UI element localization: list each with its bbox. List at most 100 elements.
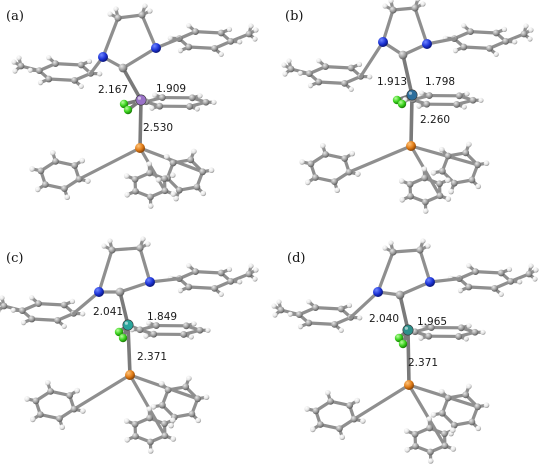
distance-label-c-m: 2.167 xyxy=(98,84,128,96)
hydrogen-atom xyxy=(80,408,86,414)
carbon-atom xyxy=(227,277,235,285)
hydrogen-atom xyxy=(10,307,16,313)
bond xyxy=(116,13,144,20)
carbon-atom xyxy=(436,180,443,188)
hydrogen-atom xyxy=(444,177,451,184)
carbon-atom xyxy=(411,4,419,12)
hydrogen-atom xyxy=(324,389,331,396)
bond xyxy=(193,30,223,35)
bond xyxy=(381,8,395,44)
hydrogen-atom xyxy=(147,203,154,209)
hydrogen-atom xyxy=(483,160,490,167)
bond xyxy=(72,373,132,411)
hydrogen-atom xyxy=(80,311,86,317)
carbon-atom xyxy=(132,187,139,195)
hydrogen-atom xyxy=(59,424,66,431)
carbon-atom xyxy=(180,331,188,338)
carbon-atom xyxy=(202,98,210,106)
carbon-atom xyxy=(474,161,482,169)
hydrogen-atom xyxy=(426,416,433,422)
carbon-atom xyxy=(427,448,434,456)
bond xyxy=(467,285,497,290)
hydrogen-atom xyxy=(457,288,464,294)
carbon-atom xyxy=(305,319,313,327)
nitrogen-atom xyxy=(94,287,104,297)
hydrogen-atom xyxy=(272,312,278,318)
hydrogen-atom xyxy=(438,146,445,153)
hydrogen-atom xyxy=(533,267,539,273)
hydrogen-atom xyxy=(158,380,165,387)
hydrogen-atom xyxy=(480,329,486,335)
carbon-atom xyxy=(322,63,329,71)
carbon-atom xyxy=(491,284,498,292)
carbon-atom xyxy=(185,283,193,291)
hydrogen-atom xyxy=(147,448,154,454)
metal-atom-highlight xyxy=(408,91,412,95)
hydrogen-atom xyxy=(348,86,354,92)
hydrogen-atom xyxy=(147,8,153,14)
carbon-atom xyxy=(193,183,201,191)
hydrogen-atom xyxy=(186,375,192,382)
metal-atom xyxy=(406,89,418,101)
hydrogen-atom xyxy=(191,321,197,327)
carbon-atom xyxy=(217,29,225,37)
hydrogen-atom xyxy=(253,27,259,33)
hydrogen-atom xyxy=(461,23,467,29)
panel-label: (a) xyxy=(6,9,24,24)
carbon-atom xyxy=(350,415,358,423)
distance-label-m-c: 1.849 xyxy=(147,311,177,323)
metal-atom-highlight xyxy=(137,96,141,100)
hydrogen-atom xyxy=(205,327,211,333)
hydrogen-atom xyxy=(186,263,192,269)
hydrogen-atom xyxy=(46,55,52,61)
carbon-atom xyxy=(311,174,319,181)
hydrogen-atom xyxy=(528,263,534,269)
hydrogen-atom xyxy=(124,436,131,443)
carbon-atom xyxy=(138,11,146,19)
phosphorus-atom xyxy=(135,143,145,153)
hydrogen-atom xyxy=(177,48,184,54)
carbon-atom xyxy=(467,28,474,36)
carbon-atom xyxy=(175,186,183,194)
hydrogen-atom xyxy=(418,335,424,341)
carbon-atom xyxy=(186,103,194,110)
hydrogen-atom xyxy=(286,58,292,64)
carbon-atom xyxy=(52,157,59,165)
carbon-atom xyxy=(35,67,43,75)
carbon-atom xyxy=(412,442,419,450)
panel-c: (c) 2.041 1.849 2.371 xyxy=(0,236,259,454)
distance-label-m-p: 2.260 xyxy=(420,114,450,126)
hydrogen-atom xyxy=(12,68,18,74)
hydrogen-atom xyxy=(367,74,373,80)
bond xyxy=(352,383,411,421)
molecule-structure xyxy=(281,0,534,214)
carbon-atom xyxy=(131,175,139,183)
hydrogen-atom xyxy=(253,267,259,273)
carbon-atom xyxy=(182,322,190,330)
hydrogen-atom xyxy=(167,35,173,41)
hydrogen-atom xyxy=(29,295,35,301)
hydrogen-atom xyxy=(74,387,81,394)
carbon-atom xyxy=(146,414,153,422)
hydrogen-atom xyxy=(191,148,197,155)
bond xyxy=(398,293,410,332)
carbon-atom xyxy=(192,28,199,36)
bond xyxy=(126,323,132,377)
carbon-atom xyxy=(502,37,510,45)
carbon-atom xyxy=(346,402,354,409)
carbon-atom xyxy=(245,30,253,38)
bond xyxy=(398,280,432,297)
bond xyxy=(193,270,223,275)
carbon-atom xyxy=(192,268,199,276)
carbon-atom xyxy=(455,92,463,100)
hydrogen-atom xyxy=(450,446,457,452)
hydrogen-atom xyxy=(169,172,176,179)
hydrogen-atom xyxy=(528,27,534,33)
distance-label-m-c: 1.965 xyxy=(417,316,447,328)
hydrogen-atom xyxy=(226,26,233,32)
hydrogen-atom xyxy=(200,190,207,197)
hydrogen-atom xyxy=(452,48,459,54)
hydrogen-atom xyxy=(145,241,151,247)
hydrogen-atom xyxy=(523,23,529,29)
